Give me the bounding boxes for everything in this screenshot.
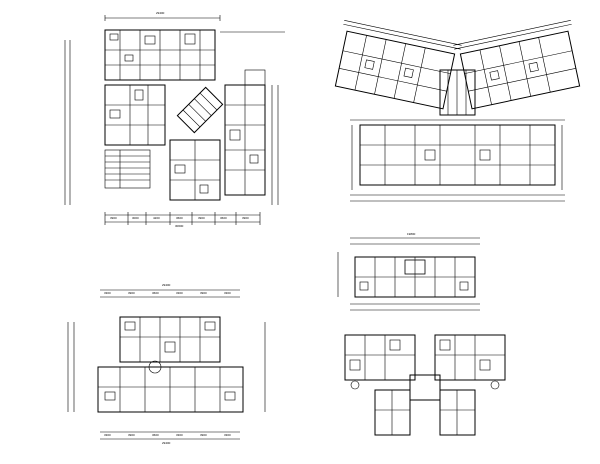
plan-c-bottom-dim-3: 3600 [152, 433, 159, 437]
plan-a-bottom-dim-1: 3900 [110, 216, 117, 220]
floor-plan-e-drawing [344, 334, 506, 436]
plan-c-top-dim-3: 3600 [152, 291, 159, 295]
floor-plan-c-drawing [67, 289, 266, 440]
plan-c-bottom-dim-6: 3300 [224, 433, 231, 437]
floor-plan-d: 19800 [330, 232, 500, 317]
plan-a-bottom-dim-6: 3600 [220, 216, 227, 220]
floor-plan-a: 29400 30600 3900 3000 4200 3600 3900 360… [60, 10, 290, 235]
floor-plan-d-drawing [337, 237, 480, 311]
floor-plan-b-drawing [334, 20, 581, 202]
plan-a-bottom-dim-7: 3900 [242, 216, 249, 220]
plan-d-top-dimension: 19800 [407, 232, 416, 236]
plan-c-top-dimension: 29400 [162, 283, 171, 287]
floor-plan-b [330, 15, 585, 215]
plan-c-bottom-dim-5: 3900 [200, 433, 207, 437]
floor-plan-a-drawing [64, 15, 285, 225]
plan-a-bottom-dim-4: 3600 [176, 216, 183, 220]
floor-plan-c: 29400 29400 3300 3900 3600 3300 3900 330… [60, 282, 275, 452]
plan-a-bottom-dim-5: 3900 [198, 216, 205, 220]
plan-c-top-dim-1: 3300 [104, 291, 111, 295]
plan-c-bottom-dim-2: 3900 [128, 433, 135, 437]
plan-c-top-dim-4: 3300 [176, 291, 183, 295]
floor-plan-e [335, 330, 510, 445]
plan-a-top-dimension: 29400 [156, 11, 165, 15]
plan-c-top-dim-6: 3300 [224, 291, 231, 295]
plan-c-top-dim-5: 3900 [200, 291, 207, 295]
plan-c-top-dim-2: 3900 [128, 291, 135, 295]
plan-c-bottom-dim-1: 3300 [104, 433, 111, 437]
plan-c-bottom-dim-4: 3300 [176, 433, 183, 437]
plan-a-bottom-dim-3: 4200 [153, 216, 160, 220]
plan-a-legend-table [105, 150, 150, 188]
plan-c-bottom-dimension: 29400 [162, 441, 171, 445]
plan-a-bottom-dimension: 30600 [175, 224, 184, 228]
plan-a-bottom-dim-2: 3000 [132, 216, 139, 220]
